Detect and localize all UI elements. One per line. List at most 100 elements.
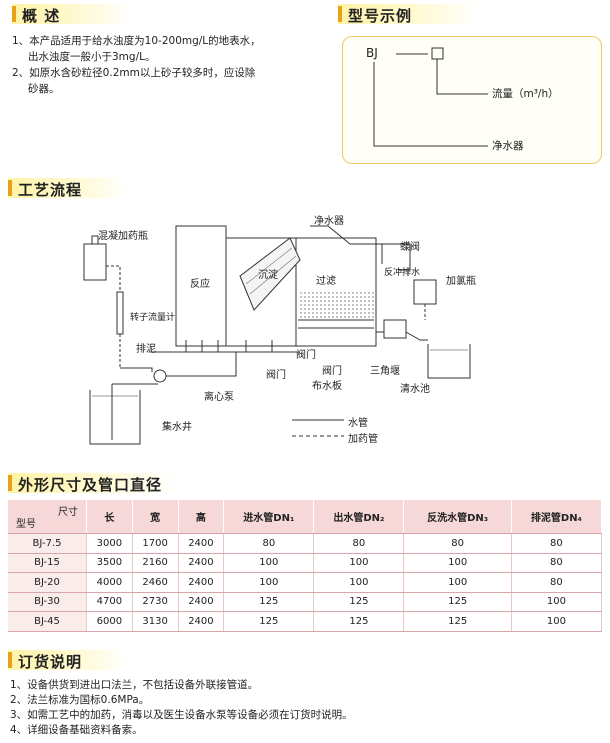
cell: 80 [313,533,405,554]
cell: 2400 [178,572,225,593]
cell: 2400 [178,611,225,632]
process-title-bar [8,180,12,196]
overview-item-2b: 砂器。 [28,83,60,95]
col-inlet: 进水管DN₁ [223,500,315,534]
cell: 2460 [132,572,179,593]
label-valve-1: 阀门 [296,350,316,361]
col-outlet: 出水管DN₂ [313,500,405,534]
cell: 3500 [86,553,133,573]
cell: 100 [313,553,405,573]
cell: 125 [223,611,315,632]
cell: 100 [511,611,603,632]
label-clear-pool: 清水池 [400,384,430,395]
table-row: BJ-30 4700 2730 2400 125 125 125 100 [8,592,603,612]
model-code: BJ [366,46,378,60]
overview-title-bar [12,6,16,22]
label-valve-2: 阀门 [322,366,342,377]
order-title: 订货说明 [18,653,83,671]
label-pump: 离心泵 [204,392,234,403]
cell: 125 [313,592,405,612]
cell: 1700 [132,533,179,554]
cell: 100 [403,572,512,593]
dimensions-title: 外形尺寸及管口直径 [18,476,163,494]
label-dosing-bottle: 混凝加药瓶 [98,231,148,242]
cell: 3000 [86,533,133,554]
cell: 100 [223,572,315,593]
label-valve-3: 阀门 [266,370,286,381]
label-plate: 布水板 [312,381,342,392]
model-title-bg [338,4,478,24]
dimensions-title-bg [8,473,178,493]
label-reaction: 反应 [190,279,210,290]
label-chlorine-bottle: 加氯瓶 [446,276,476,287]
col-width: 宽 [132,500,179,534]
cell: 2400 [178,533,225,554]
cell: 125 [223,592,315,612]
overview-title-bg [12,4,132,24]
order-title-bar [8,652,12,668]
dimensions-title-bar [8,475,12,491]
label-triangle-weir: 三角堰 [370,366,400,377]
col-length: 长 [86,500,133,534]
process-flow-diagram [83,225,471,445]
process-title-bg [8,178,128,198]
cell: 100 [511,592,603,612]
table-row: BJ-7.5 3000 1700 2400 80 80 80 80 [8,533,603,554]
legend-dosing-pipe: 加药管 [348,434,378,445]
cell: 6000 [86,611,133,632]
label-rotameter: 转子流量计 [130,313,176,323]
model-title-bar [338,6,342,22]
table-header-row: 尺寸 型号 长 宽 高 进水管DN₁ 出水管DN₂ 反洗水管DN₃ 排泥管DN₄ [8,500,603,534]
cell: 2400 [178,553,225,573]
model-flow-label: 流量（m³/h） [492,88,559,100]
table-row: BJ-15 3500 2160 2400 100 100 100 80 [8,553,603,573]
cell: 100 [313,572,405,593]
cell: 80 [223,533,315,554]
overview-item-1a: 1、本产品适用于给水浊度为10-200mg/L的地表水， [12,35,261,47]
overview-title: 概 述 [22,7,61,25]
cell: 100 [223,553,315,573]
cell-model: BJ-7.5 [8,533,87,554]
cell-model: BJ-30 [8,592,87,612]
cell: 4700 [86,592,133,612]
cell: 2160 [132,553,179,573]
label-sludge: 排泥 [136,344,156,355]
cell: 100 [403,553,512,573]
label-backwash-drain: 反冲排水 [384,268,421,278]
process-title: 工艺流程 [18,181,83,199]
label-butterfly-valve: 蝶阀 [400,242,420,253]
overview-item-1b: 出水浊度一般小于3mg/L。 [28,51,156,63]
model-diagram-lines [373,47,488,147]
cell: 4000 [86,572,133,593]
cell: 80 [511,553,603,573]
cell: 80 [511,572,603,593]
label-sedimentation: 沉淀 [258,270,278,281]
corner-bottom-label: 型号 [16,519,36,530]
cell: 125 [313,611,405,632]
order-title-bg [8,650,128,670]
label-purifier: 净水器 [314,216,344,227]
cell: 80 [511,533,603,554]
model-purifier-label: 净水器 [492,140,524,152]
order-item-3: 3、如需工艺中的加药，消毒以及医生设备水泵等设备必须在订货时说明。 [10,709,353,721]
cell: 80 [403,533,512,554]
cell-model: BJ-20 [8,572,87,593]
order-item-2: 2、法兰标准为国标0.6MPa。 [10,694,150,706]
model-example-box [342,36,602,164]
order-item-4: 4、详细设备基础资料备索。 [10,724,143,736]
cell-model: BJ-45 [8,611,87,632]
label-well: 集水井 [162,422,192,433]
table-row: BJ-45 6000 3130 2400 125 125 125 100 [8,611,603,632]
cell: 125 [403,592,512,612]
spec-table: 尺寸 型号 长 宽 高 进水管DN₁ 出水管DN₂ 反洗水管DN₃ 排泥管DN₄… [8,500,603,632]
model-title: 型号示例 [348,7,413,25]
table-row: BJ-20 4000 2460 2400 100 100 100 80 [8,572,603,593]
cell: 3130 [132,611,179,632]
cell: 2730 [132,592,179,612]
order-item-1: 1、设备供货到进出口法兰，不包括设备外联接管道。 [10,679,259,691]
table-corner-cell: 尺寸 型号 [8,500,87,534]
cell: 125 [403,611,512,632]
corner-top-label: 尺寸 [58,507,78,518]
legend-water-pipe: 水管 [348,418,368,429]
label-filtration: 过滤 [316,276,336,287]
